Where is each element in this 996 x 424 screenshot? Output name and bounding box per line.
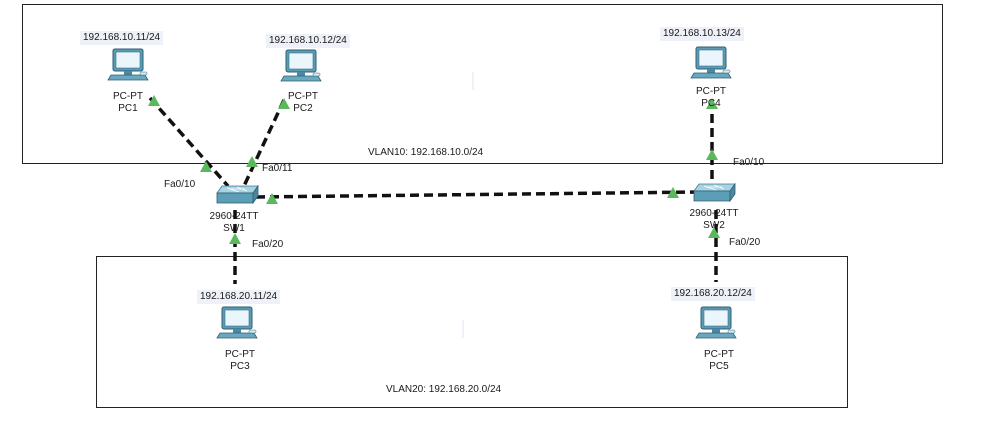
pc1-ip-label: 192.168.10.11/24	[80, 31, 164, 45]
vlan20-label: VLAN20: 192.168.20.0/24	[386, 384, 502, 395]
sw1-switch-icon[interactable]	[216, 185, 259, 204]
pc3-ip-label: 192.168.20.11/24	[197, 290, 281, 304]
pc2-ip-label: 192.168.10.12/24	[266, 34, 350, 48]
pc4-type: PC-PT	[696, 86, 726, 97]
pc1-label: PC-PT PC1	[113, 91, 143, 115]
sw1-label: 2960-24TT SW1	[210, 211, 259, 235]
link-status-triangle-up-icon	[706, 149, 718, 160]
pc5-name: PC5	[709, 361, 729, 372]
sw1-port-fa010: Fa0/10	[164, 179, 196, 190]
pc2-computer-icon[interactable]	[280, 49, 322, 82]
sw2-port-fa010: Fa0/10	[733, 157, 765, 168]
sw2-port-fa020: Fa0/20	[729, 237, 761, 248]
pc4-name: PC4	[701, 98, 721, 109]
pc4-ip-label: 192.168.10.13/24	[660, 27, 744, 41]
sw1-type: 2960-24TT	[209, 211, 259, 222]
link-pc1-sw1	[148, 96, 230, 188]
pc2-label: PC-PT PC2	[288, 91, 318, 115]
link-pc2-sw1	[242, 99, 286, 187]
pc2-name: PC2	[293, 103, 313, 114]
pc5-label: PC-PT PC5	[704, 349, 734, 373]
sw1-port-fa011: Fa0/11	[262, 163, 293, 174]
sw2-type: 2960-24TT	[689, 208, 739, 219]
pc3-type: PC-PT	[225, 349, 255, 360]
sw2-switch-icon[interactable]	[693, 183, 736, 202]
sw2-label: 2960-24TT SW2	[690, 208, 739, 232]
pc4-label: PC-PT PC4	[696, 86, 726, 110]
pc3-label: PC-PT PC3	[225, 349, 255, 373]
pc5-computer-icon[interactable]	[695, 306, 737, 339]
pc3-name: PC3	[230, 361, 250, 372]
pc1-type: PC-PT	[113, 91, 143, 102]
pc4-computer-icon[interactable]	[690, 46, 732, 79]
sw2-name: SW2	[703, 220, 725, 231]
link-status-triangle-up-icon	[148, 95, 160, 106]
sw1-port-fa020: Fa0/20	[252, 239, 284, 250]
links	[148, 96, 718, 284]
pc1-name: PC1	[118, 103, 138, 114]
pc5-type: PC-PT	[704, 349, 734, 360]
vlan20-area	[96, 256, 848, 408]
pc1-computer-icon[interactable]	[107, 48, 149, 81]
vlan10-area	[22, 4, 943, 164]
pc3-computer-icon[interactable]	[216, 306, 258, 339]
pc5-ip-label: 192.168.20.12/24	[671, 287, 755, 301]
vlan10-label: VLAN10: 192.168.10.0/24	[368, 147, 484, 158]
link-sw1-sw2	[255, 190, 701, 199]
pc2-type: PC-PT	[288, 91, 318, 102]
sw1-name: SW1	[223, 223, 245, 234]
